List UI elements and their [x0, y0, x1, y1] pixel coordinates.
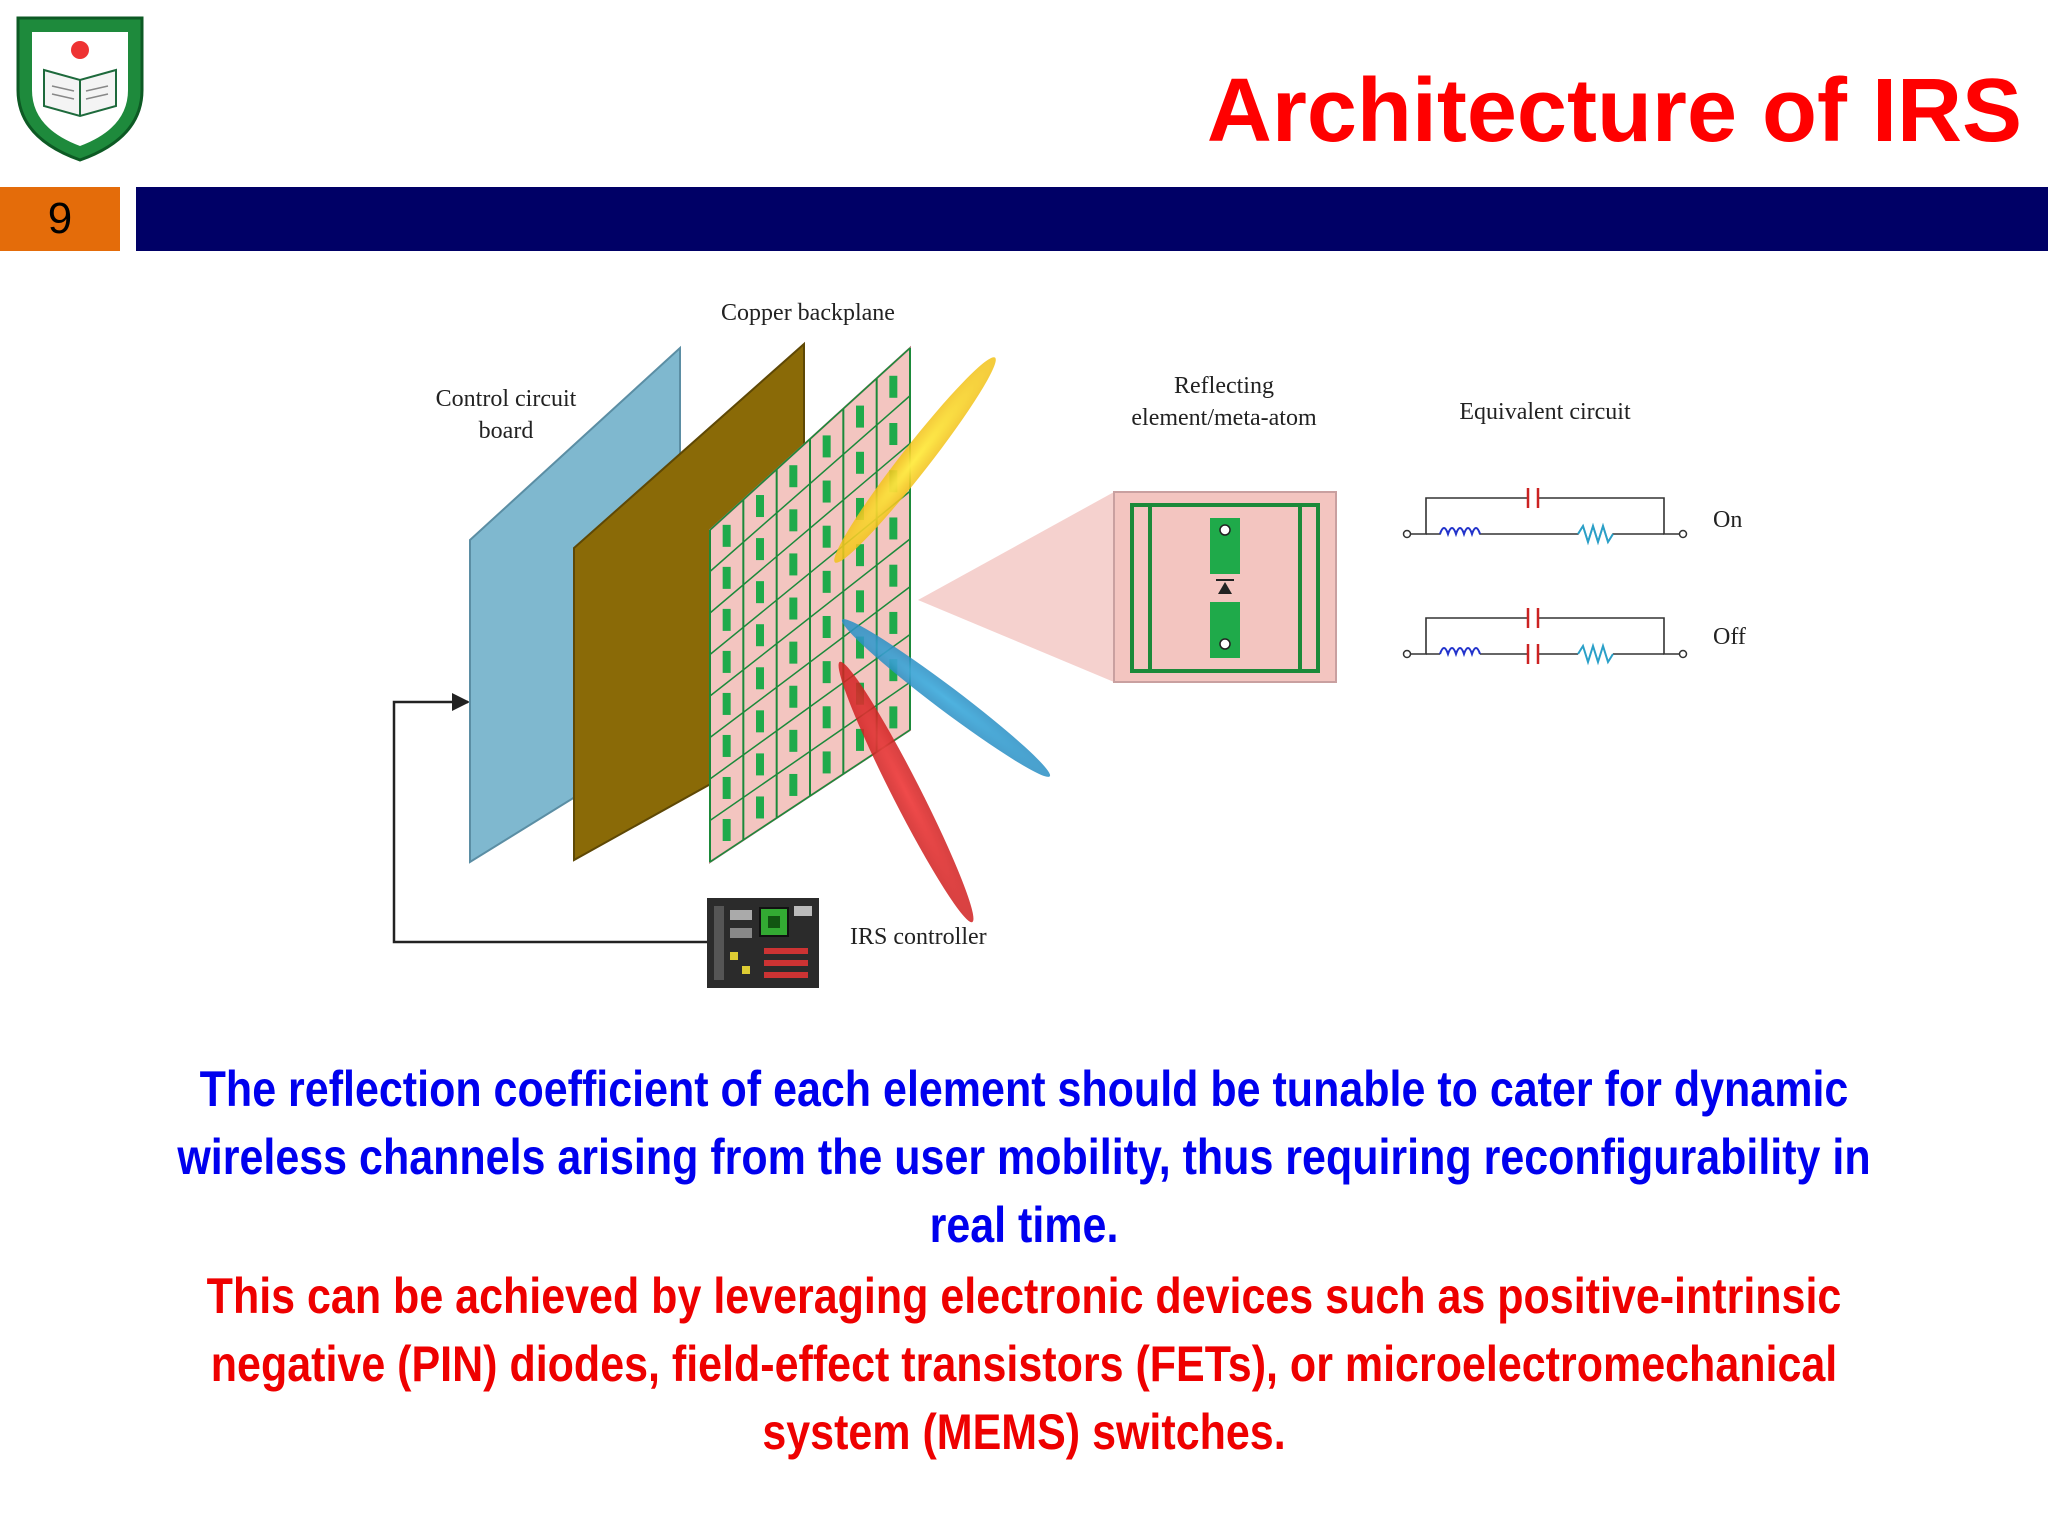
label-control-board-line1: Control circuit	[436, 386, 577, 412]
grid-row-line	[709, 538, 911, 697]
meta-atom-cell	[722, 524, 731, 547]
meta-atom-cell	[889, 423, 898, 446]
meta-atom-cell	[822, 615, 831, 638]
meta-atom-cell	[889, 706, 898, 729]
university-logo	[10, 10, 150, 165]
meta-atom-cell	[756, 624, 764, 647]
red-beam	[838, 661, 974, 923]
meta-atom-cell	[789, 685, 798, 708]
meta-atom-cell	[722, 566, 731, 589]
meta-atom-cell	[822, 570, 831, 593]
meta-atom-cell	[722, 734, 731, 757]
zoom-cone	[918, 492, 1114, 682]
paragraph-electronic-devices: This can be achieved by leveraging elect…	[206, 1268, 1842, 1460]
label-off: Off	[1713, 624, 1746, 650]
meta-atom-cell	[889, 375, 898, 398]
meta-atom-cell	[789, 553, 798, 576]
yellow-beam	[834, 357, 996, 563]
grid-row-line	[709, 681, 911, 822]
meta-atom-cell	[756, 710, 764, 733]
meta-atom-cell	[756, 538, 764, 561]
meta-atom-cell	[789, 773, 798, 796]
meta-atom-cell	[856, 728, 864, 751]
arrow-head-icon	[452, 693, 470, 711]
feedback-line	[392, 693, 707, 944]
meta-atom-cell	[789, 465, 798, 488]
slide-title: Architecture of IRS	[1206, 61, 2022, 161]
meta-atom-cell	[822, 480, 831, 503]
meta-atom-cell	[722, 692, 731, 715]
meta-atom-cell	[722, 776, 731, 799]
grid-row-line	[709, 347, 911, 531]
meta-atom-cell	[756, 796, 764, 819]
meta-atom-cell	[822, 751, 831, 774]
meta-atom-cell	[722, 608, 731, 631]
label-irs-controller: IRS controller	[850, 924, 987, 950]
meta-atom-cell	[856, 636, 864, 659]
irs-architecture-figure: Copper backplane Control circuit board R…	[0, 280, 2048, 1020]
label-equivalent-circuit: Equivalent circuit	[1459, 399, 1631, 425]
meta-atom-cell	[822, 435, 831, 458]
meta-atom-cell	[789, 641, 798, 664]
meta-atom-cell	[856, 497, 864, 520]
grid-row-line	[709, 442, 911, 614]
equivalent-circuit-on	[1402, 488, 1688, 546]
meta-atom-cell	[856, 405, 864, 428]
slide-number: 9	[0, 187, 120, 251]
label-reflecting-line1: Reflecting	[1174, 373, 1274, 399]
meta-atom-cell	[756, 581, 764, 604]
meta-atom-zoom	[1113, 491, 1337, 683]
meta-atom-cell	[822, 706, 831, 729]
diode-icon	[1218, 582, 1232, 594]
blue-beam	[841, 619, 1051, 777]
label-copper-backplane: Copper backplane	[721, 300, 895, 326]
meta-atom-cell	[756, 495, 764, 518]
meta-atom-cell	[789, 509, 798, 532]
irs-controller-board	[707, 898, 819, 988]
label-on: On	[1713, 507, 1742, 533]
grid-row-line	[709, 586, 911, 739]
equivalent-circuit-off	[1402, 608, 1688, 666]
meta-atom-cell	[889, 611, 898, 634]
meta-atom-cell	[756, 667, 764, 690]
title-bar	[136, 187, 2048, 251]
grid-row-line	[709, 633, 911, 780]
meta-atom-cell	[856, 544, 864, 567]
meta-atom-cell	[789, 729, 798, 752]
meta-atom-cell	[889, 517, 898, 540]
meta-atom-grid	[709, 347, 911, 863]
meta-atom-cell	[756, 753, 764, 776]
label-reflecting-line2: element/meta-atom	[1131, 405, 1317, 431]
meta-atom-cell	[822, 525, 831, 548]
meta-atom-cell	[722, 818, 731, 841]
meta-atom-cell	[856, 590, 864, 613]
label-control-board-line2: board	[479, 418, 534, 444]
paragraph-reflection-coefficient: The reflection coefficient of each eleme…	[177, 1061, 1871, 1253]
grid-row-line	[709, 395, 911, 573]
meta-atom-cell	[822, 661, 831, 684]
meta-atom-cell	[722, 650, 731, 673]
meta-atom-cell	[856, 451, 864, 474]
meta-atom-cell	[889, 564, 898, 587]
meta-atom-cell	[789, 597, 798, 620]
metasurface	[709, 345, 911, 864]
